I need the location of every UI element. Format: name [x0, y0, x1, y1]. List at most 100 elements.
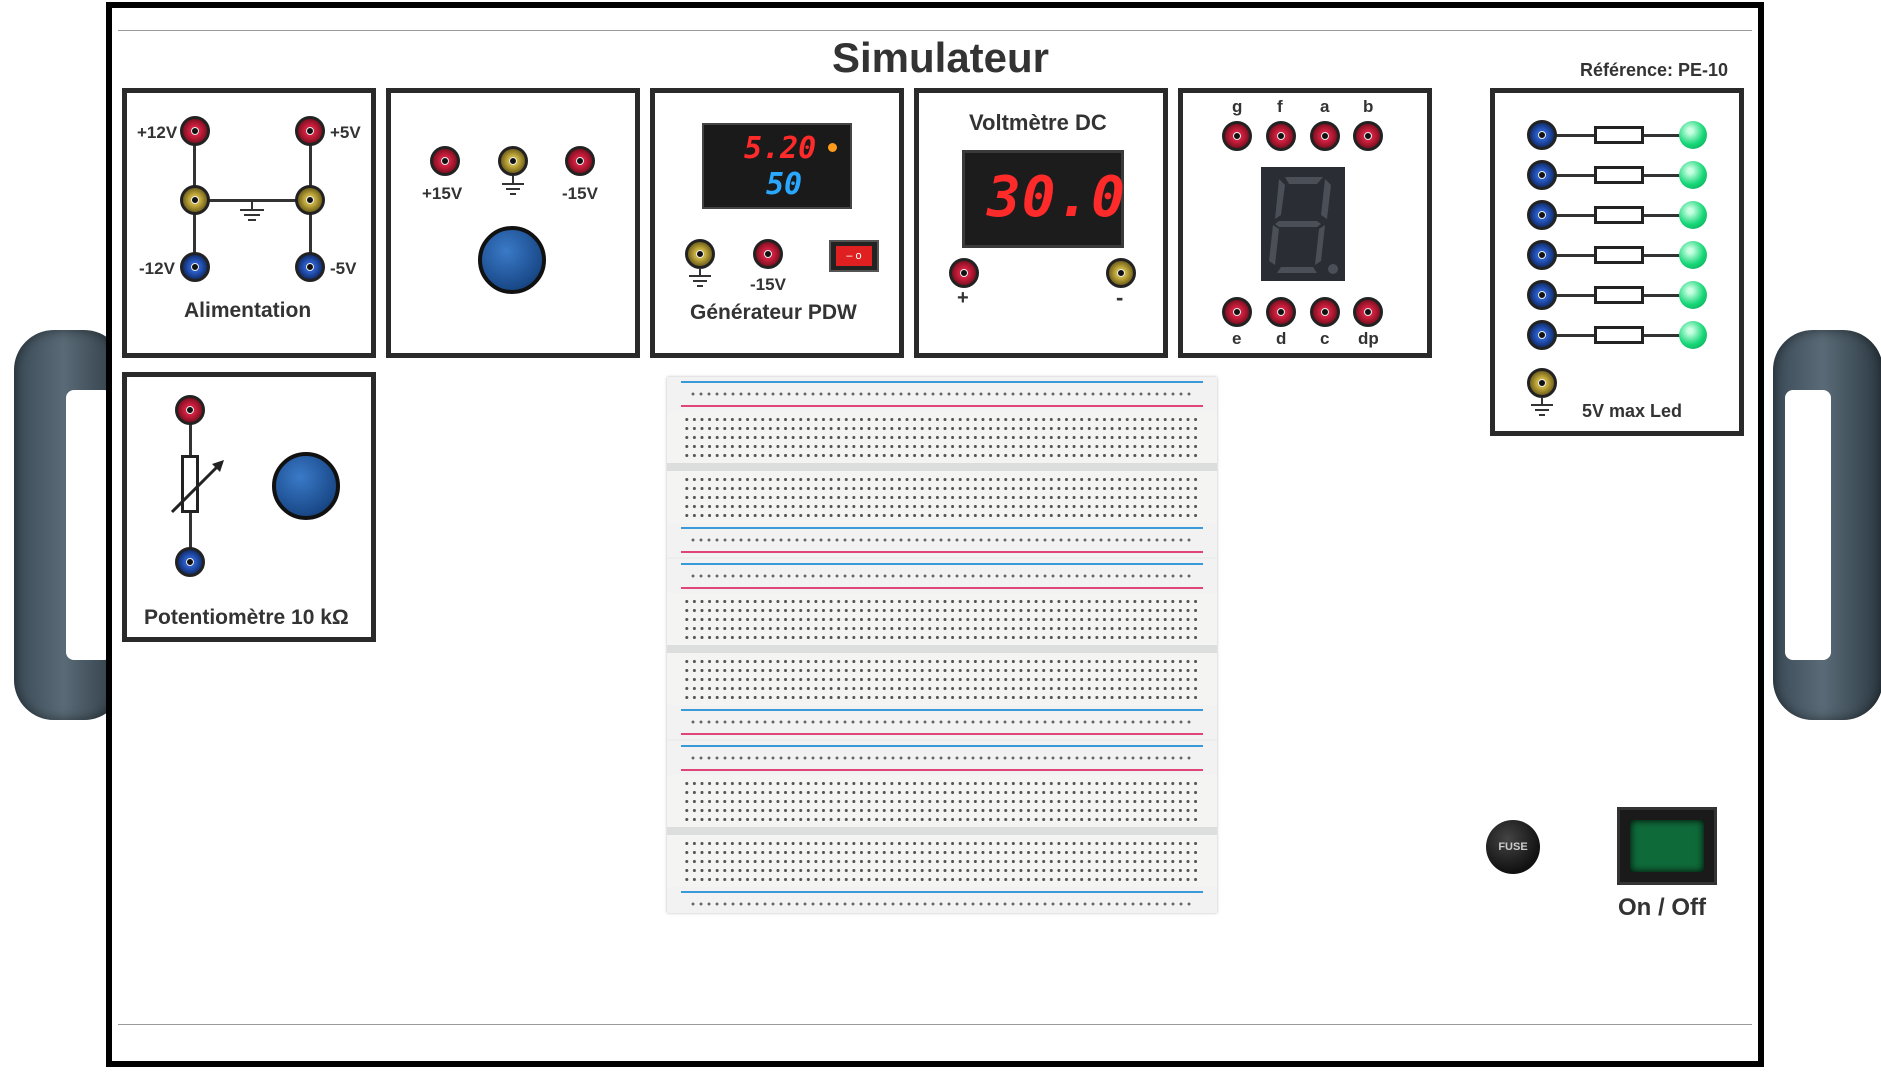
jack-led-input[interactable]	[1527, 320, 1557, 350]
segment-label-g: g	[1232, 97, 1243, 116]
jack-segment-dp[interactable]	[1353, 297, 1383, 327]
resistor-symbol	[1594, 206, 1644, 224]
jack-led-input[interactable]	[1527, 280, 1557, 310]
jack-ground-left[interactable]	[180, 185, 210, 215]
jack-segment-e[interactable]	[1222, 297, 1252, 327]
jack-minus-12v[interactable]	[180, 252, 210, 282]
resistor-symbol	[1594, 126, 1644, 144]
potentiometer-knob[interactable]	[272, 452, 340, 520]
resistor-symbol	[1594, 326, 1644, 344]
ground-symbol-icon	[240, 200, 264, 221]
variable-arrow-icon	[170, 460, 224, 514]
seven-segment-display	[1261, 167, 1345, 281]
voltmeter-plus-label: +	[957, 287, 969, 309]
led-panel-title: 5V max Led	[1582, 401, 1683, 421]
voltmeter-minus-label: -	[1116, 285, 1124, 310]
led-indicator	[1679, 281, 1707, 309]
label-minus-5v: -5V	[330, 259, 357, 278]
jack-voltmeter-plus[interactable]	[949, 258, 979, 288]
terminal-strip[interactable]	[667, 471, 1217, 523]
label-pwm-minus-15v: -15V	[750, 275, 786, 294]
breadboard[interactable]	[667, 377, 1217, 913]
segment-label-dp: dp	[1358, 329, 1379, 348]
resistor-symbol	[1594, 286, 1644, 304]
power-label: On / Off	[1618, 894, 1706, 921]
label-plus-12v: +12V	[137, 123, 178, 142]
carry-handle-right	[1773, 330, 1881, 720]
terminal-strip[interactable]	[667, 775, 1217, 827]
voltage-adjust-knob[interactable]	[478, 226, 546, 294]
jack-pot-bottom[interactable]	[175, 547, 205, 577]
alimentation-title: Alimentation	[184, 299, 312, 322]
voltmeter-display: 30.0	[962, 150, 1126, 248]
resistor-symbol	[1594, 166, 1644, 184]
top-rule	[118, 30, 1752, 31]
label-minus-15v: -15V	[562, 184, 598, 203]
jack-plus-12v[interactable]	[180, 116, 210, 146]
jack-minus-15v[interactable]	[565, 146, 595, 176]
jack-led-input[interactable]	[1527, 200, 1557, 230]
jack-segment-d[interactable]	[1266, 297, 1296, 327]
jack-minus-5v[interactable]	[295, 252, 325, 282]
center-channel[interactable]	[667, 463, 1217, 471]
power-rail[interactable]	[667, 705, 1217, 739]
jack-segment-c[interactable]	[1310, 297, 1340, 327]
power-rail[interactable]	[667, 559, 1217, 593]
center-channel[interactable]	[667, 827, 1217, 835]
terminal-strip[interactable]	[667, 653, 1217, 705]
ground-symbol-icon	[689, 268, 711, 287]
jack-plus-5v[interactable]	[295, 116, 325, 146]
jack-plus-15v[interactable]	[430, 146, 460, 176]
jack-ground-right[interactable]	[295, 185, 325, 215]
pwm-toggle-switch[interactable]: – o	[829, 240, 879, 272]
power-rail[interactable]	[667, 887, 1217, 913]
power-rail[interactable]	[667, 523, 1217, 557]
jack-voltmeter-minus[interactable]	[1106, 258, 1136, 288]
voltmeter-reading: 30.0	[987, 165, 1126, 230]
pwm-display: 5.20 50	[702, 123, 852, 209]
page-title: Simulateur	[831, 34, 1050, 81]
terminal-strip[interactable]	[667, 835, 1217, 887]
label-plus-15v: +15V	[422, 184, 463, 203]
jack-segment-f[interactable]	[1266, 121, 1296, 151]
segment-label-a: a	[1320, 97, 1330, 116]
pwm-generator-title: Générateur PDW	[690, 301, 857, 324]
jack-ground-15v[interactable]	[498, 146, 528, 176]
jack-led-input[interactable]	[1527, 120, 1557, 150]
terminal-strip[interactable]	[667, 411, 1217, 463]
resistor-symbol	[1594, 246, 1644, 264]
label-minus-12v: -12V	[139, 259, 175, 278]
jack-pot-top[interactable]	[175, 395, 205, 425]
symmetric-supply-module	[386, 88, 640, 358]
fuse-holder[interactable]: FUSE	[1486, 820, 1540, 874]
jack-segment-g[interactable]	[1222, 121, 1252, 151]
jack-segment-b[interactable]	[1353, 121, 1383, 151]
potentiometer-title: Potentiomètre 10 kΩ	[144, 606, 349, 629]
potentiometer-module	[122, 372, 376, 642]
jack-led-ground[interactable]	[1527, 368, 1557, 398]
voltmeter-title: Voltmètre DC	[969, 110, 1107, 135]
led-indicator	[1679, 161, 1707, 189]
jack-pwm-ground[interactable]	[685, 239, 715, 269]
bottom-rule	[118, 1024, 1752, 1025]
carry-handle-left	[14, 330, 124, 720]
led-indicator	[1679, 241, 1707, 269]
pwm-frequency-readout: 5.20	[744, 131, 817, 166]
ground-symbol-icon	[502, 176, 524, 195]
led-indicator	[1679, 121, 1707, 149]
ground-symbol-icon	[1531, 397, 1553, 416]
jack-led-input[interactable]	[1527, 240, 1557, 270]
power-switch[interactable]	[1617, 807, 1717, 885]
reference-label: Référence: PE-10	[1580, 60, 1729, 80]
pwm-duty-readout: 50	[766, 167, 803, 202]
jack-pwm-output[interactable]	[753, 239, 783, 269]
alimentation-module	[122, 88, 376, 358]
label-plus-5v: +5V	[330, 123, 361, 142]
jack-segment-a[interactable]	[1310, 121, 1340, 151]
power-rail[interactable]	[667, 741, 1217, 775]
power-rail[interactable]	[667, 377, 1217, 411]
terminal-strip[interactable]	[667, 593, 1217, 645]
center-channel[interactable]	[667, 645, 1217, 653]
jack-led-input[interactable]	[1527, 160, 1557, 190]
segment-label-c: c	[1320, 329, 1330, 348]
